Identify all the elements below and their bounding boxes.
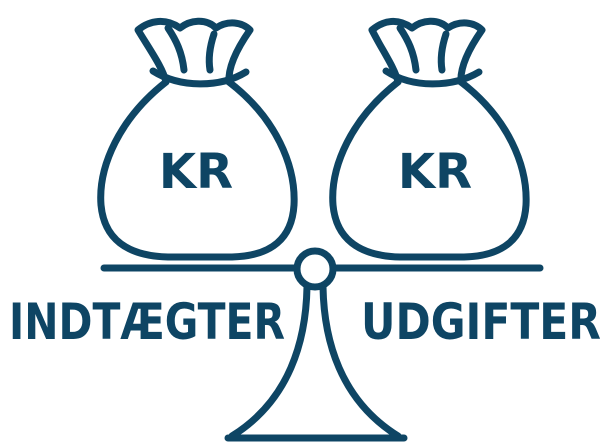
left-label-income: INDTÆGTER <box>9 293 285 351</box>
left-bag-neck-curve <box>164 24 188 74</box>
right-bag-top <box>368 17 486 86</box>
right-bag-neck-curve <box>396 24 420 74</box>
right-bag-body <box>329 78 530 261</box>
right-label-expenses: UDGIFTER <box>361 293 601 351</box>
scale-pivot <box>293 247 337 291</box>
scale-stand-left <box>228 283 311 440</box>
left-bag-neck-curve-2 <box>205 30 218 74</box>
right-bag-currency: KR <box>398 144 472 200</box>
right-money-bag-icon <box>329 17 530 261</box>
left-bag-body <box>97 78 298 261</box>
left-bag-currency: KR <box>159 144 233 200</box>
left-bag-top <box>134 17 254 86</box>
left-money-bag-icon <box>97 17 298 261</box>
scale-stand-right <box>319 283 402 440</box>
right-bag-neck-curve-2 <box>437 30 450 74</box>
